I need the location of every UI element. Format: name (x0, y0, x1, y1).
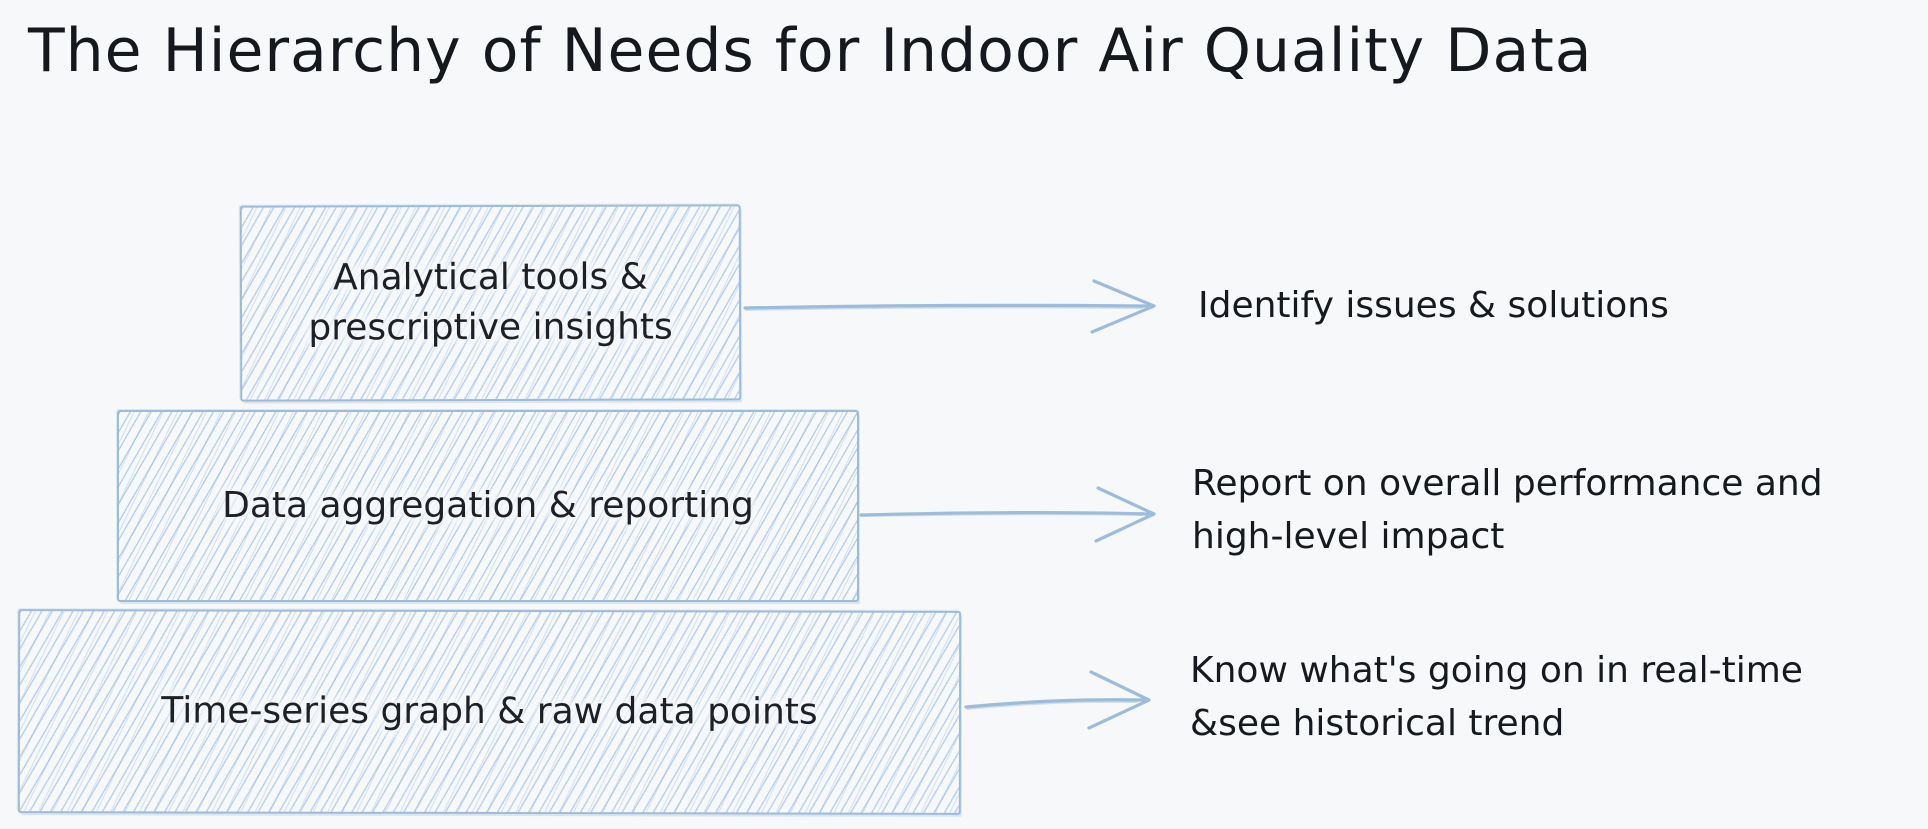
outcome-text-1: Identify issues & solutions (1198, 285, 1669, 326)
pyramid-level-3-label: Time-series graph & raw data points (161, 690, 818, 733)
arrow-right-icon-1 (743, 279, 1156, 334)
page-title: The Hierarchy of Needs for Indoor Air Qu… (28, 16, 1593, 86)
page-title-highlighted-text: Indoor Air Quality Data (880, 16, 1593, 86)
outcome-text-3: Know what's going on in real-time &see h… (1190, 650, 1803, 744)
pyramid-level-1-label: Analytical tools & prescriptive insights (308, 256, 673, 349)
outcome-text-2: Report on overall performance and high-l… (1192, 463, 1823, 557)
pyramid-level-1-box: Analytical tools & prescriptive insights (239, 204, 742, 402)
pyramid-level-2-box: Data aggregation & reporting (117, 410, 859, 602)
arrow-right-icon-3 (964, 670, 1151, 730)
pyramid-level-3-box: Time-series graph & raw data points (17, 609, 962, 815)
arrow-right-icon-2 (859, 486, 1156, 543)
page-title-plain-text: The Hierarchy of Needs for (28, 16, 881, 86)
pyramid-level-2-label: Data aggregation & reporting (222, 484, 754, 526)
